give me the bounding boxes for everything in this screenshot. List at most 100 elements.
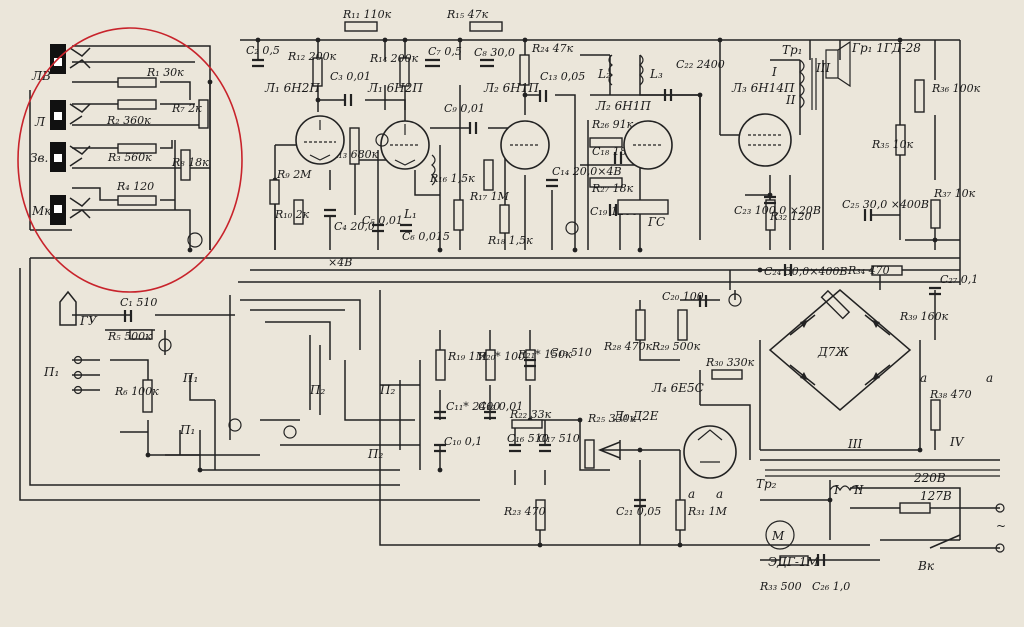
resistor-r18-label: R₁₈ 1,5к xyxy=(487,234,533,247)
tap-a-l4-left: а xyxy=(688,487,695,501)
tube-l4-label: Л₄ 6Е5С xyxy=(651,381,704,395)
capacitor-c21 xyxy=(634,498,646,508)
capacitor-c21-label: C₂₁ 0,05 xyxy=(616,505,661,518)
capacitor-c23 xyxy=(764,195,776,205)
resistor-r25-label: R₂₅ 330к xyxy=(587,412,637,425)
resistor-r1 xyxy=(117,77,157,88)
gu-label: ГУ xyxy=(79,314,98,328)
resistor-r20-label: R₂₀* 100к xyxy=(477,350,532,363)
capacitor-c2-label: C₂ 0,5 xyxy=(246,44,280,57)
capacitor-c9-label: C₉ 0,01 xyxy=(444,102,485,115)
tube-l1a-label: Л₁ 6Н2П xyxy=(264,81,320,95)
resistor-r19 xyxy=(435,349,446,381)
junction-dots xyxy=(145,37,938,548)
power-transformer-icon xyxy=(829,485,861,492)
resistor-r30 xyxy=(711,369,743,380)
resistor-r22 xyxy=(511,419,543,429)
resistor-r32 xyxy=(765,199,776,231)
input-jack-panel: ЛВ Л Зв. Мк xyxy=(17,27,243,293)
tap-a-left: а xyxy=(920,371,927,385)
resistor-r20 xyxy=(485,349,496,381)
capacitor-c4-label: C₄ 20,0 xyxy=(334,220,375,233)
tr1-winding-1: I xyxy=(771,65,777,79)
resistor-r26-label: R₂₆ 91к xyxy=(591,118,634,131)
capacitor-c2 xyxy=(252,58,264,68)
diode-d1-icon xyxy=(597,440,621,460)
resistor-r33-label: R₃₃ 500 xyxy=(759,580,802,593)
capacitor-c10-label: C₁₀ 0,1 xyxy=(444,435,482,448)
capacitor-c1-label: C₁ 510 xyxy=(120,296,157,309)
resistor-r13 xyxy=(349,127,360,165)
tubes: Л₁ 6Н2П Л₁ 6Н2П Л₂ 6Н1П Л₂ 6Н1П Л₃ 6Н14П… xyxy=(264,81,795,479)
wiring xyxy=(19,39,1000,561)
resistor-r1-label: R₁ 30к xyxy=(146,66,184,79)
capacitor-c27-label: C₂₇ 0,1 xyxy=(940,273,978,286)
shield-ground-icon xyxy=(283,425,297,439)
capacitor-c16 xyxy=(509,443,521,453)
shield-ground-icon xyxy=(565,221,579,235)
capacitor-c11-label: C₁₁* 2400 xyxy=(446,400,500,413)
capacitor-c22 xyxy=(663,89,673,101)
capacitor-c18-label: C₁₈ 180 xyxy=(592,145,634,158)
capacitor-c20 xyxy=(698,295,708,307)
resistor-r15 xyxy=(469,21,503,32)
gs-label: ГС xyxy=(647,215,665,229)
resistor-r8-label: R₈ 18к xyxy=(171,156,209,169)
resistor-r5 xyxy=(129,329,153,340)
switch-p1b-label: П₁ xyxy=(182,371,198,385)
resistor-r11 xyxy=(344,21,378,32)
motor-label: ЭДГ-1М xyxy=(768,555,820,569)
capacitor-c9 xyxy=(468,122,478,134)
coil-l3-label: L₃ xyxy=(649,67,663,81)
resistor-r17-label: R₁₇ 1М xyxy=(469,190,510,203)
resistor-r27 xyxy=(589,177,623,188)
resistor-r36 xyxy=(914,79,925,113)
mains-terminal-1-icon xyxy=(995,503,1005,513)
shield-ground-icon xyxy=(728,293,742,307)
capacitor-c14-label: C₁₄ 20,0×4В xyxy=(552,165,622,178)
resistor-r36-label: R₃₆ 100к xyxy=(931,82,981,95)
switch-p2c-label: П₂ xyxy=(367,447,383,461)
capacitor-c1 xyxy=(123,310,133,322)
resistor-r18 xyxy=(499,204,510,234)
mains-127-label: 127В xyxy=(920,489,952,503)
fuse-icon xyxy=(899,502,931,514)
tr2-winding-1: I xyxy=(833,483,839,497)
tr1-winding-2: II xyxy=(785,93,796,107)
tube-l4-icon xyxy=(683,425,737,479)
capacitor-c17-label: C₁₇ 510 xyxy=(538,432,580,445)
resistor-r26 xyxy=(589,137,623,148)
capacitor-c3 xyxy=(343,94,353,106)
capacitor-c27 xyxy=(929,286,941,296)
mains-terminal-2-icon xyxy=(995,543,1005,553)
capacitor-c6 xyxy=(400,223,412,233)
jack-l-label: Л xyxy=(34,115,46,129)
coil-l1-label: L₁ xyxy=(403,207,417,221)
mains-ac-label: ~ xyxy=(996,519,1006,533)
resistor-r4 xyxy=(117,195,157,206)
resistor-r6-label: R₆ 100к xyxy=(114,385,159,398)
speaker-icon xyxy=(825,40,851,88)
resistor-r23 xyxy=(535,499,546,531)
gs-connector-icon xyxy=(617,199,669,215)
tube-l2b-label: Л₂ 6Н1П xyxy=(595,99,651,113)
capacitor-c6-label: C₆ 0,015 xyxy=(402,230,450,243)
resistor-r7-label: R₇ 2к xyxy=(171,102,202,115)
resistor-r37 xyxy=(930,199,941,229)
tube-l1a-icon xyxy=(295,115,345,165)
tap-a-right: а xyxy=(986,371,993,385)
rectifier-bridge: Д7Ж xyxy=(768,289,912,411)
resistor-r32-label: R₃₂ 120 xyxy=(769,210,812,223)
resistor-r16-label: R₁₆ 1,5к xyxy=(429,172,475,185)
tr1-label: Тр₁ xyxy=(782,43,803,57)
resistor-r29 xyxy=(677,309,688,341)
resistor-r16 xyxy=(453,199,464,231)
capacitor-c26 xyxy=(816,554,826,566)
resistor-r7 xyxy=(198,99,209,129)
resistor-r37-label: R₃₇ 10к xyxy=(933,187,976,200)
capacitor-c4 xyxy=(324,208,336,218)
tap-a-l4-right: а xyxy=(716,487,723,501)
tr2-winding-3: III xyxy=(847,437,862,451)
tr2-winding-2: II xyxy=(853,483,864,497)
capacitor-c24-label: C₂₄ 30,0×400В xyxy=(764,265,848,278)
